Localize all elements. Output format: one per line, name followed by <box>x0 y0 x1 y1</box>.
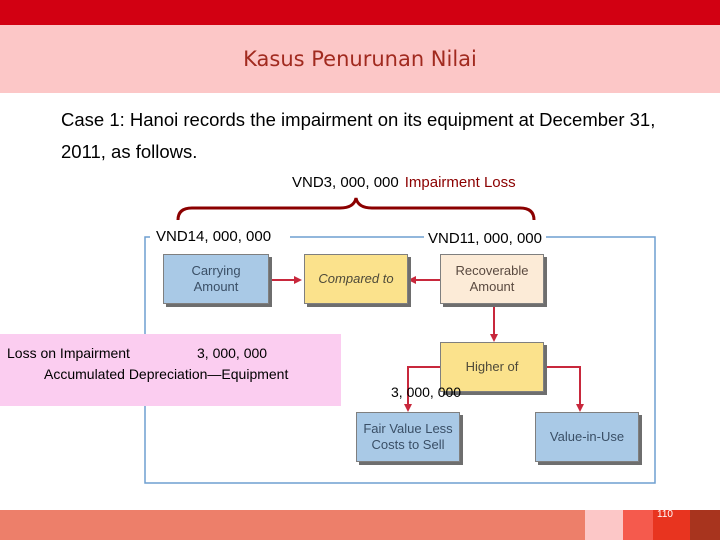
page-number: 110 <box>657 509 673 520</box>
carrying-value-label: VND14, 000, 000 <box>152 228 276 245</box>
footer-bar-1 <box>0 510 585 540</box>
footer-bar-5 <box>690 510 720 540</box>
higher-of-box: Higher of <box>440 342 544 392</box>
journal-entry-panel: Loss on Impairment 3, 000, 000 Accumulat… <box>0 334 341 406</box>
credit-account: Accumulated Depreciation—Equipment <box>44 366 289 382</box>
diagram-frame <box>144 236 656 484</box>
debit-account: Loss on Impairment <box>7 345 130 361</box>
higher-of-text: Higher of <box>465 359 519 374</box>
footer-bar-3 <box>623 510 653 540</box>
case-description: Case 1: Hanoi records the impairment on … <box>61 109 656 162</box>
fair-value-text: Fair Value Less Costs to Sell <box>363 421 453 452</box>
recoverable-amount-text: Recoverable Amount <box>455 263 529 294</box>
credit-amount: 3, 000, 000 <box>391 384 462 400</box>
footer-bar-2 <box>585 510 623 540</box>
top-accent-bar <box>0 0 720 25</box>
impairment-word: Impairment Loss <box>404 174 516 191</box>
carrying-amount-box: Carrying Amount <box>163 254 269 304</box>
arrow-higher-to-valueinuse <box>546 366 584 412</box>
impairment-loss-label: VND3, 000, 000 Impairment Loss <box>292 174 516 191</box>
value-in-use-box: Value-in-Use <box>535 412 639 462</box>
debit-amount: 3, 000, 000 <box>197 345 268 361</box>
impairment-amount: VND3, 000, 000 <box>292 174 399 191</box>
carrying-amount-text: Carrying Amount <box>191 263 241 294</box>
value-in-use-text: Value-in-Use <box>549 429 625 444</box>
compared-to-text: Compared to <box>318 271 394 286</box>
recoverable-amount-box: Recoverable Amount <box>440 254 544 304</box>
recoverable-value-label: VND11, 000, 000 <box>424 230 546 247</box>
compared-to-box: Compared to <box>304 254 408 304</box>
curly-brace <box>176 197 536 221</box>
slide-title: Kasus Penurunan Nilai <box>243 47 477 71</box>
title-band: Kasus Penurunan Nilai <box>0 25 720 93</box>
arrow-higher-to-fairvalue <box>404 366 440 412</box>
fair-value-box: Fair Value Less Costs to Sell <box>356 412 460 462</box>
footer-bar-4 <box>653 510 690 540</box>
